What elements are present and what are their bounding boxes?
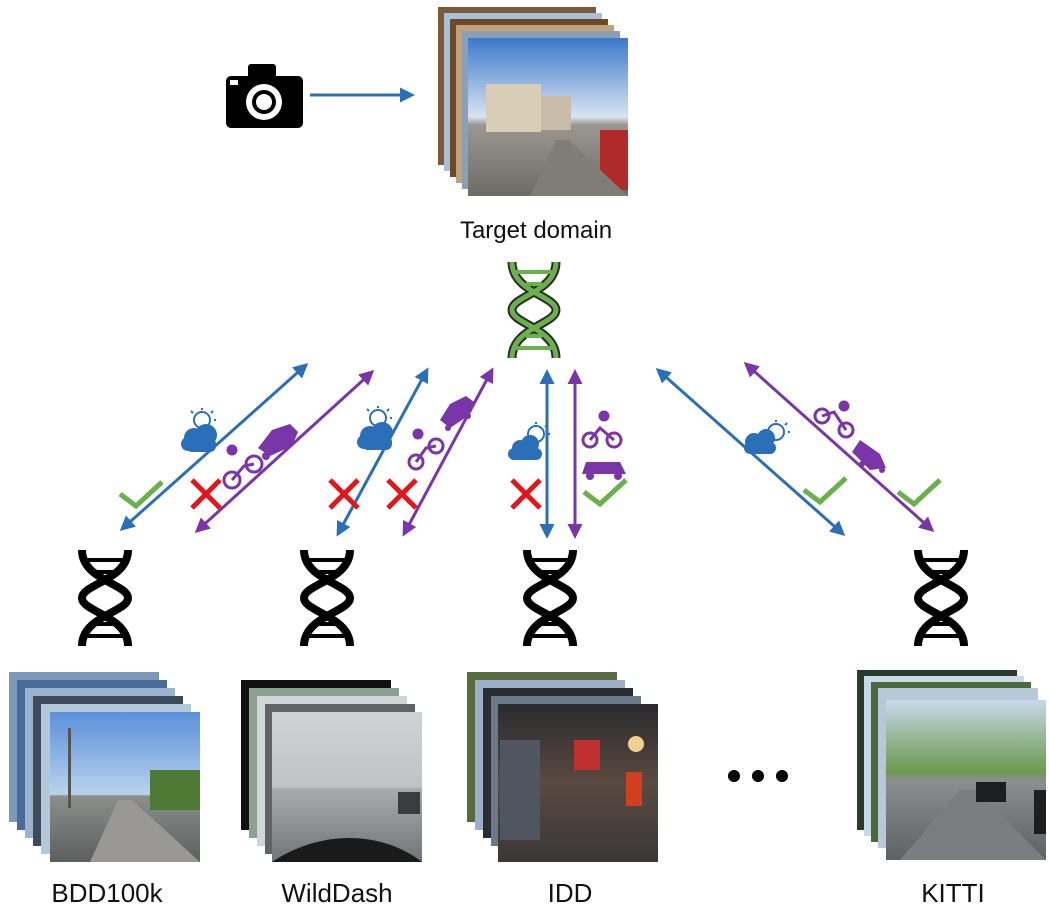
weather-icon <box>508 422 550 460</box>
kitti-image-stack <box>857 670 1046 860</box>
source-dna-icon <box>522 549 578 647</box>
source-label-bdd100k: BDD100k <box>51 878 163 908</box>
check-icon <box>896 478 942 508</box>
camera-icon <box>226 64 303 128</box>
cross-icon <box>510 478 542 510</box>
car-icon <box>258 424 298 460</box>
source-label-kitti: KITTI <box>921 878 985 908</box>
cross-icon <box>328 478 360 510</box>
weather-icon <box>744 420 790 454</box>
arrow-bdd-objects <box>194 369 375 534</box>
cross-icon <box>190 478 222 510</box>
source-dna-icon <box>913 549 969 647</box>
car-icon <box>852 440 886 473</box>
check-icon <box>802 476 848 506</box>
weather-icon <box>181 408 217 452</box>
check-icon <box>582 478 628 508</box>
target-domain-label: Target domain <box>460 217 612 244</box>
source-dna-icon <box>77 549 133 647</box>
source-label-idd: IDD <box>548 878 593 908</box>
idd-image-stack <box>467 672 658 862</box>
target-dna-icon <box>507 261 561 359</box>
bicycle-icon <box>222 444 264 490</box>
arrow-wilddash-objects <box>402 367 494 537</box>
wilddash-image-stack <box>241 680 422 862</box>
check-icon <box>118 480 164 510</box>
car-icon <box>440 396 474 431</box>
target-image-stack <box>438 7 628 196</box>
arrow-wilddash-weather <box>336 367 429 537</box>
bdd100k-image-stack <box>9 672 200 862</box>
bicycle-icon <box>407 428 445 471</box>
bicycle-icon <box>581 410 623 449</box>
car-icon <box>582 462 626 480</box>
cross-icon <box>386 478 418 510</box>
arrow-kitti-objects <box>743 362 935 532</box>
source-dna-icon <box>299 549 355 647</box>
ellipsis-icon <box>728 770 788 782</box>
bicycle-icon <box>813 400 855 439</box>
source-label-wilddash: WildDash <box>281 878 392 908</box>
weather-icon <box>357 406 393 450</box>
